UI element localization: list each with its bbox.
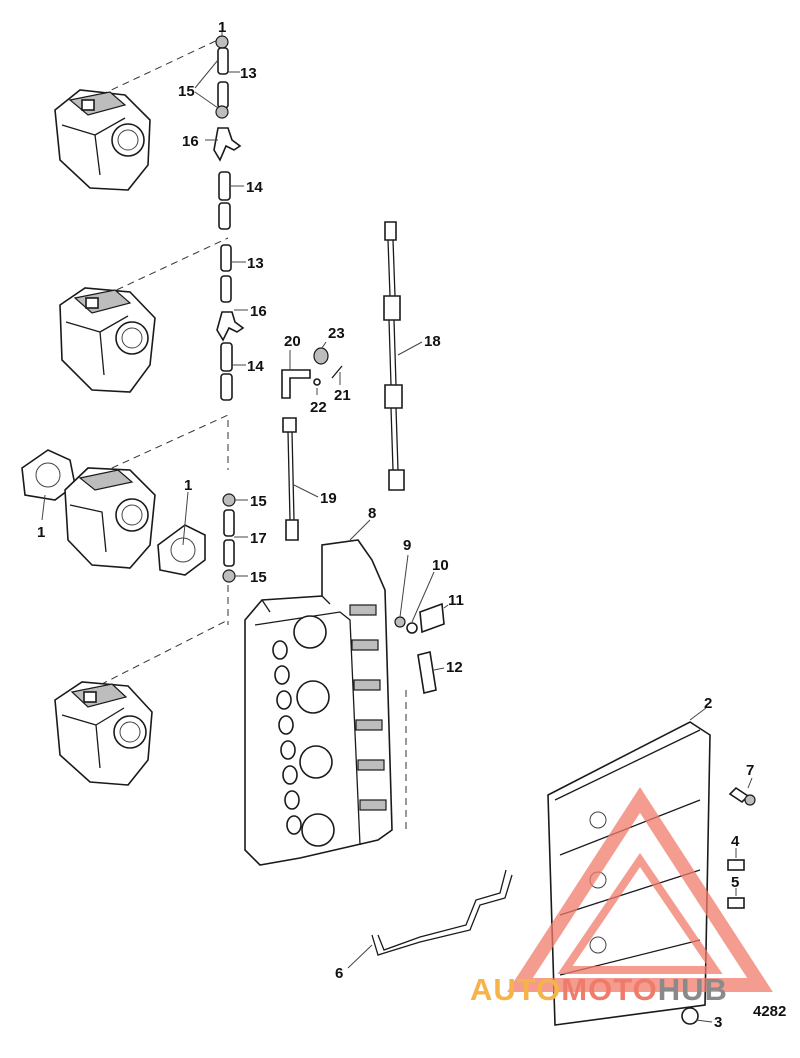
manifold-bores [293,615,335,847]
callout-14a: 14 [246,179,263,196]
callout-labels: 1 13 15 16 14 13 16 14 20 23 22 21 18 19… [37,19,754,1031]
callout-17: 17 [250,530,267,547]
carburetor-bottom [54,681,153,786]
callout-7: 7 [746,762,754,779]
callout-20: 20 [284,333,301,350]
callout-1c: 1 [184,477,192,494]
carburetor-top [54,89,151,191]
callout-15c: 15 [250,569,267,586]
watermark-part-auto: AUTO [470,972,562,1007]
callout-23: 23 [328,325,345,342]
link-rod [383,221,405,491]
watermark-logo [507,787,773,992]
callout-5: 5 [731,874,739,891]
manifold-reed-slots [349,604,387,811]
callout-1a: 1 [218,19,226,36]
throttle-linkage [281,347,343,541]
callout-9: 9 [403,537,411,554]
carburetor-third [21,449,206,576]
bolt-and-labels [727,786,756,909]
carburetor-second [59,287,156,393]
callout-15b: 15 [250,493,267,510]
callout-2: 2 [704,695,712,712]
callout-22: 22 [310,399,327,416]
callout-15a: 15 [178,83,195,100]
watermark-part-moto: MOTO [561,972,658,1007]
callout-14b: 14 [247,358,264,375]
callout-16a: 16 [182,133,199,150]
watermark-text: AUTOMOTOHUB [470,972,728,1008]
callout-10: 10 [432,557,449,574]
intake-manifold [244,539,393,866]
diagram-reference-number: 4282 [753,1003,787,1020]
small-parts [394,602,445,694]
callout-1b: 1 [37,524,45,541]
callout-3: 3 [714,1014,722,1031]
callout-12: 12 [446,659,463,676]
callout-6: 6 [335,965,343,982]
callout-16b: 16 [250,303,267,320]
callout-18: 18 [424,333,441,350]
watermark-part-hub: HUB [657,972,728,1007]
fuel-hoses [213,35,245,583]
callout-13a: 13 [240,65,257,82]
callout-21: 21 [334,387,351,404]
callout-8: 8 [368,505,376,522]
plug [681,1007,699,1025]
alignment-lines [89,37,407,830]
leader-lines [41,30,753,1023]
callout-19: 19 [320,490,337,507]
callout-4: 4 [731,833,740,850]
callout-13b: 13 [247,255,264,272]
wire-tube [371,869,513,956]
manifold-fittings [272,640,302,835]
callout-11: 11 [448,592,464,609]
